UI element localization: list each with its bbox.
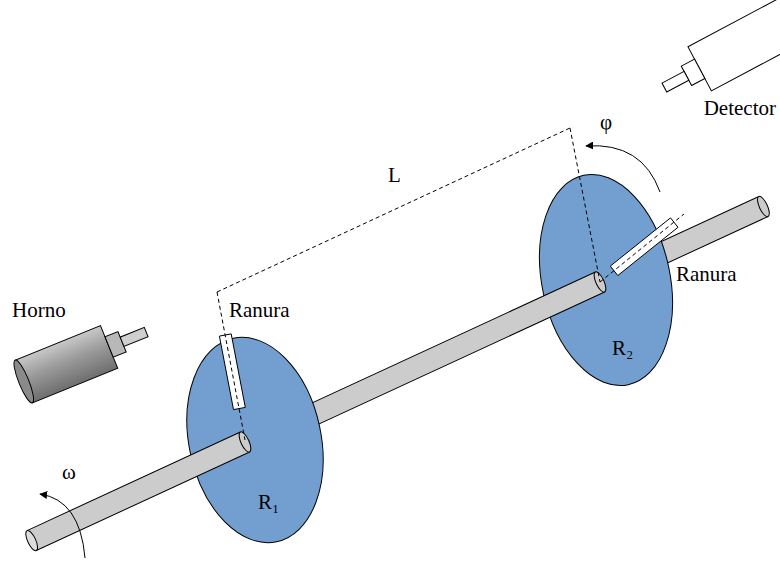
part-label: Detector [704, 96, 776, 120]
oven [11, 311, 155, 405]
angle-label: φ [600, 110, 612, 134]
rotation-arrow [40, 494, 85, 558]
disc [169, 325, 341, 556]
part-label: R₁ [258, 490, 279, 514]
part-label: Ranura [676, 262, 737, 286]
dashed-guide [217, 128, 684, 440]
dimension-label: L [388, 163, 401, 187]
disc [521, 162, 691, 398]
angle-label: ω [62, 460, 76, 484]
slot [219, 334, 245, 410]
angle-arrow [586, 146, 660, 192]
part-label: Horno [12, 298, 66, 322]
shaft [23, 430, 253, 552]
part-label: R₂ [612, 336, 633, 360]
part-label: Ranura [229, 298, 290, 322]
detector [653, 0, 780, 110]
